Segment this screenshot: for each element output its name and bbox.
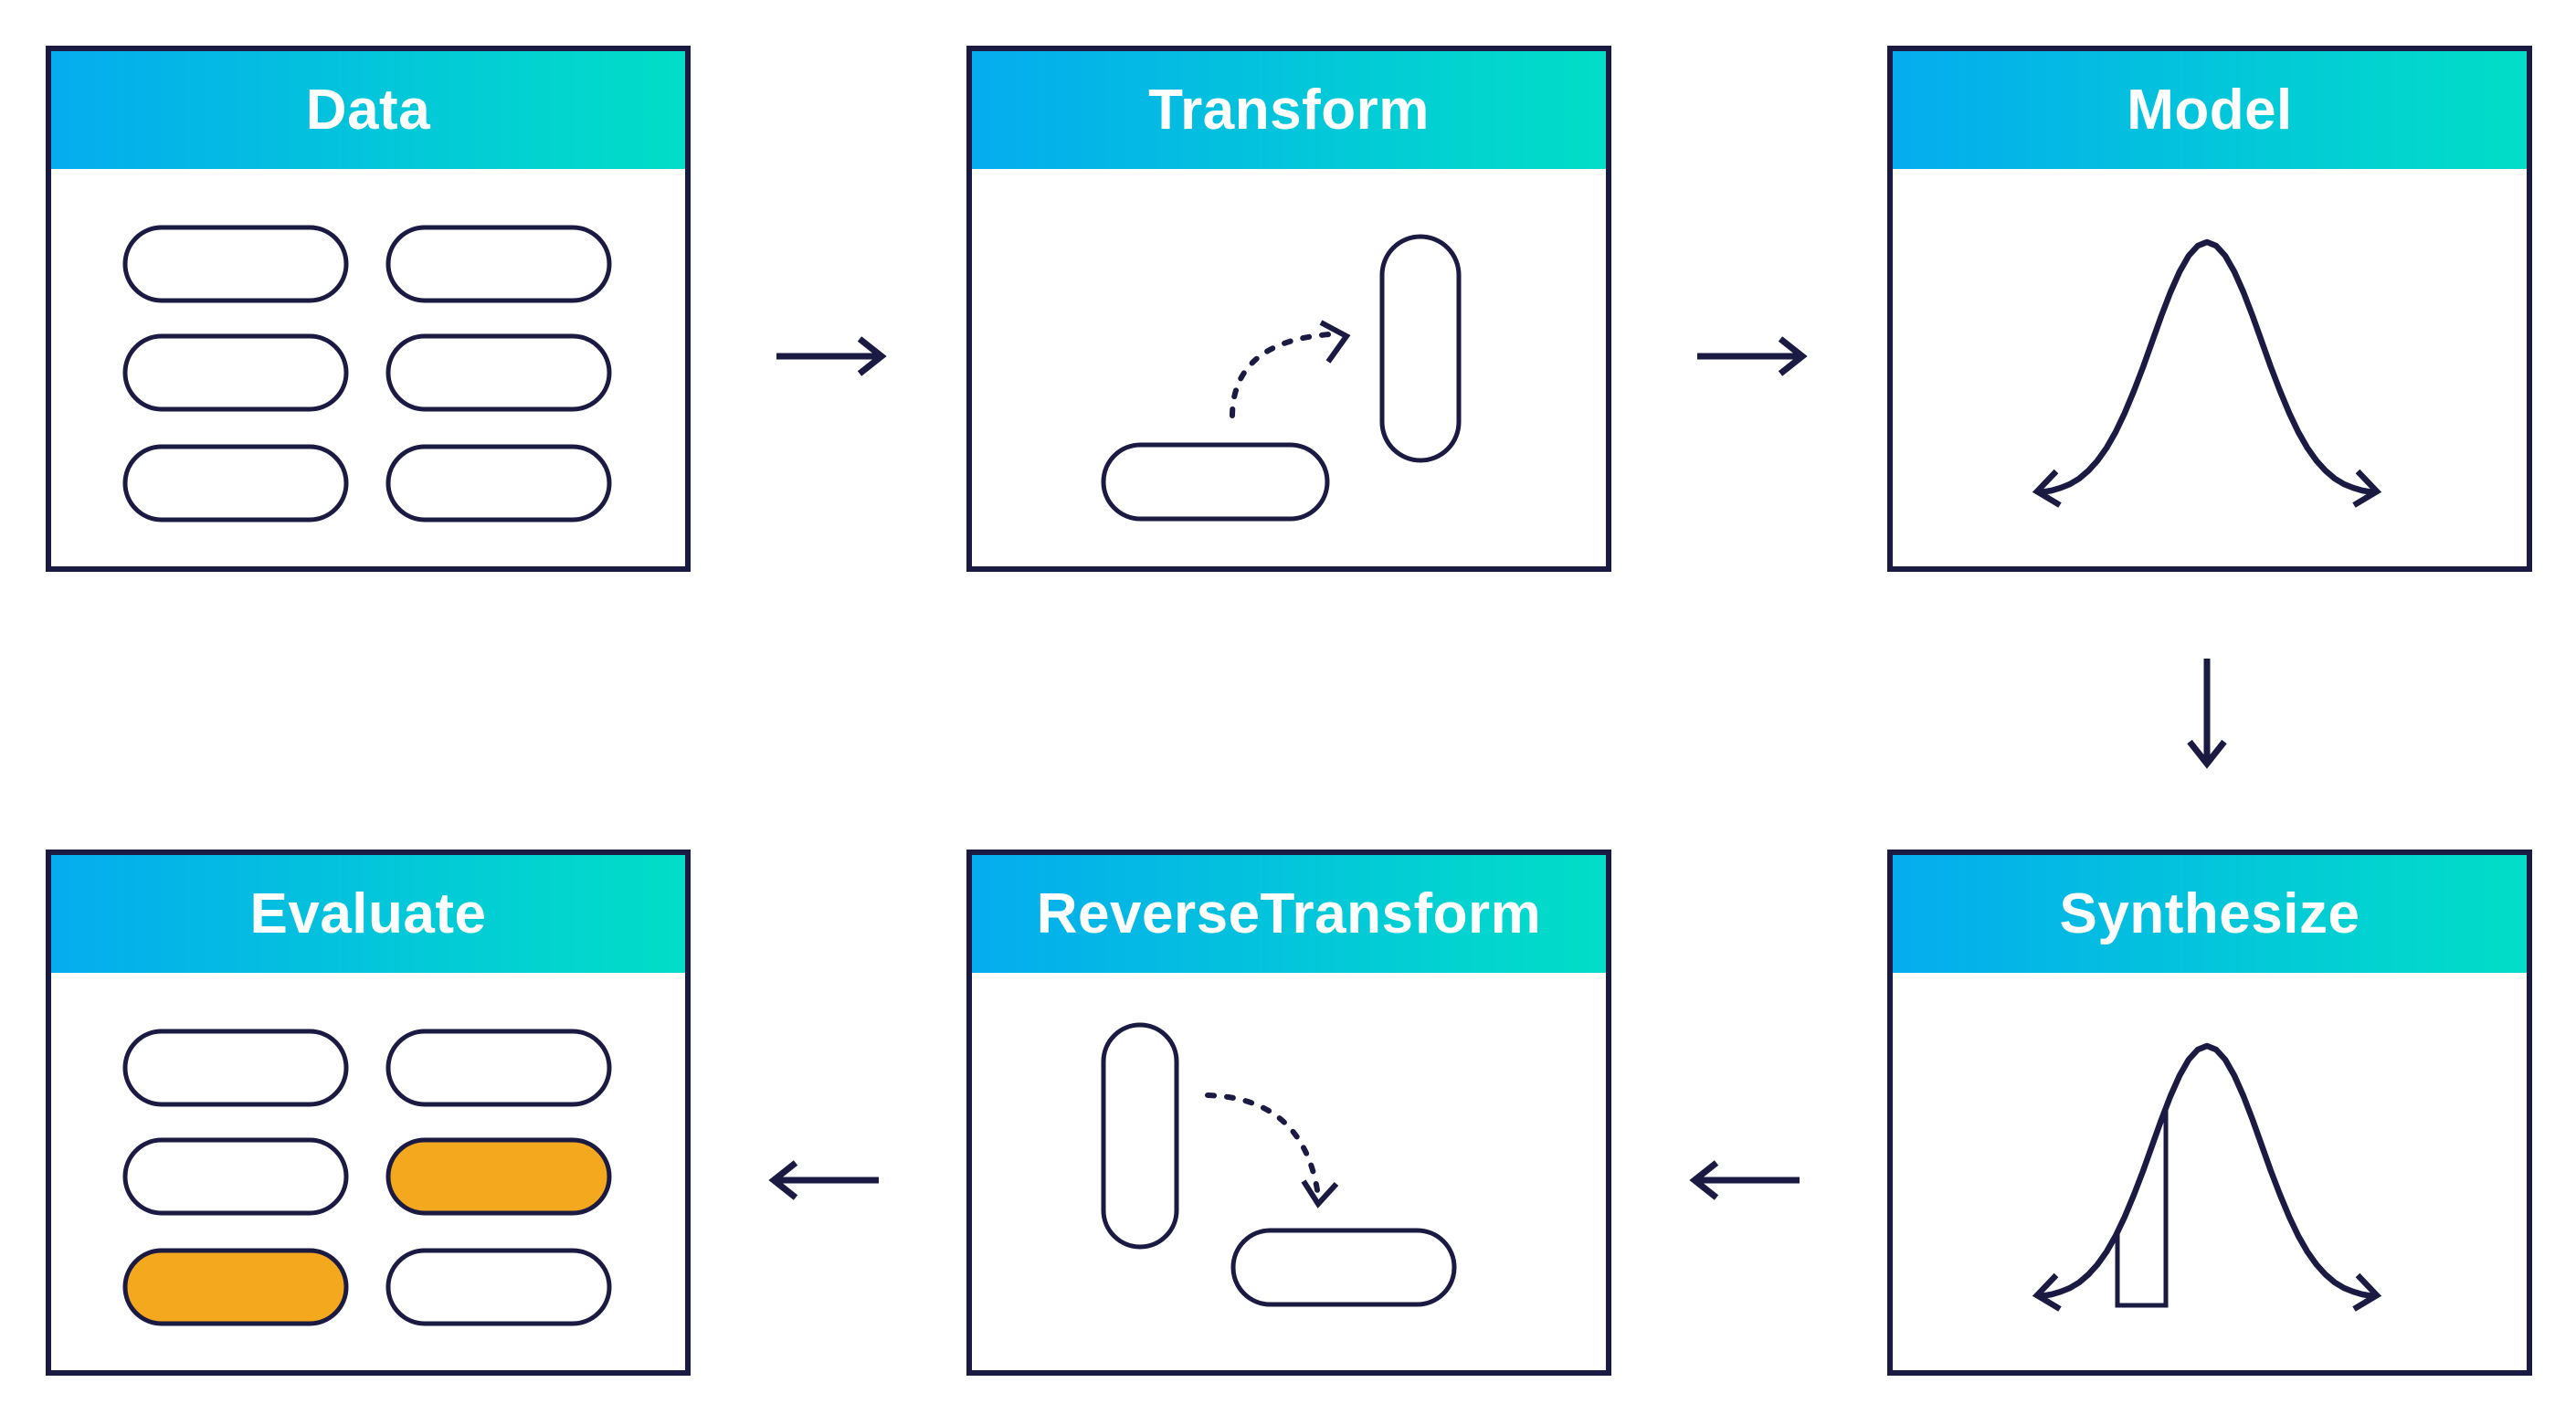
arrow-reverse-transform-to-evaluate <box>768 1160 879 1200</box>
right-tail-arrowhead <box>2352 469 2382 508</box>
stage-header-evaluate: Evaluate <box>51 855 685 973</box>
stage-box-synthesize: Synthesize <box>1887 850 2532 1376</box>
stage-title-data: Data <box>305 79 431 142</box>
stage-box-transform: Transform <box>966 46 1611 572</box>
arrow-synthesize-to-reverse-transform <box>1689 1160 1800 1200</box>
synthesize-distribution-icon <box>2032 1042 2382 1312</box>
stage-title-model: Model <box>2127 79 2293 142</box>
arrow-transform-to-model <box>1697 336 1808 376</box>
stage-header-transform: Transform <box>972 51 1606 169</box>
evaluate-table-icon <box>122 1029 612 1326</box>
stage-box-data: Data <box>46 46 691 572</box>
transformed-column-pill <box>1379 234 1462 463</box>
source-column-pill <box>1101 1022 1179 1250</box>
stage-title-reverse-transform: ReverseTransform <box>1036 882 1542 945</box>
source-row-pill <box>1101 442 1330 522</box>
stage-box-evaluate: Evaluate <box>46 850 691 1376</box>
stage-box-reverse-transform: ReverseTransform <box>966 850 1611 1376</box>
stage-header-model: Model <box>1893 51 2527 169</box>
stage-title-evaluate: Evaluate <box>249 882 487 945</box>
stage-header-synthesize: Synthesize <box>1893 855 2527 973</box>
stage-title-synthesize: Synthesize <box>2059 882 2360 945</box>
dashed-transform-arrowhead <box>1319 320 1351 364</box>
sampled-slice <box>2115 1107 2169 1308</box>
arrow-data-to-transform <box>776 336 887 376</box>
data-table-icon <box>122 225 612 522</box>
stage-header-reverse-transform: ReverseTransform <box>972 855 1606 973</box>
synthetic-highlight-pill <box>122 1248 349 1326</box>
dashed-transform-arrow <box>1230 332 1333 418</box>
dashed-reverse-arrowhead <box>1301 1179 1339 1209</box>
arrow-model-to-synthesize <box>2187 659 2227 769</box>
left-tail-arrowhead <box>2032 1272 2062 1312</box>
restored-row-pill <box>1230 1228 1457 1307</box>
bell-curve-path <box>2037 1042 2377 1300</box>
synthetic-highlight-pill <box>385 1137 612 1216</box>
reverse-transform-pills-icon <box>1101 1022 1457 1307</box>
stage-header-data: Data <box>51 51 685 169</box>
right-tail-arrowhead <box>2352 1272 2382 1312</box>
left-tail-arrowhead <box>2032 469 2062 508</box>
bell-curve-path <box>2037 238 2377 496</box>
transform-pills-icon <box>1101 234 1462 522</box>
stage-title-transform: Transform <box>1148 79 1430 142</box>
bell-curve-icon <box>2032 238 2382 508</box>
stage-box-model: Model <box>1887 46 2532 572</box>
dashed-reverse-arrow <box>1205 1092 1321 1198</box>
